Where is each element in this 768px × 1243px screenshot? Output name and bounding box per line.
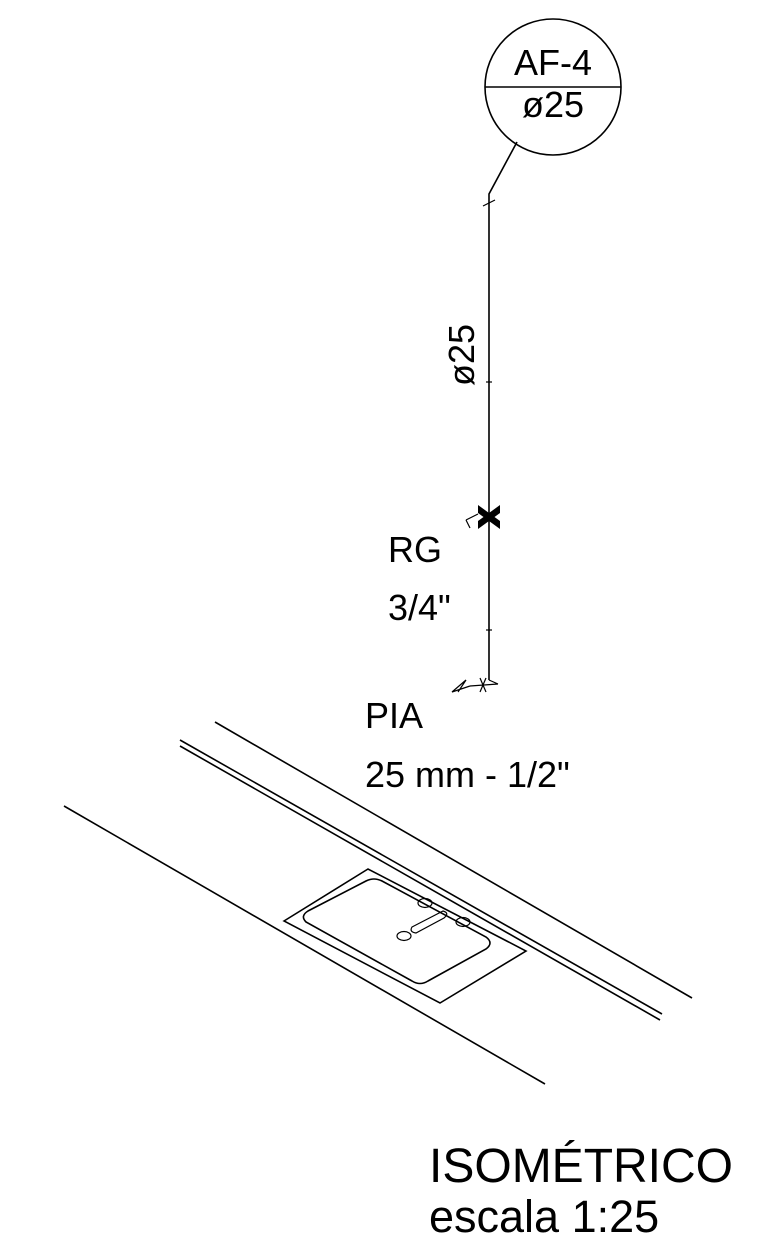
fixture-name-label: PIA	[365, 695, 423, 736]
drawing-scale: escala 1:25	[429, 1191, 659, 1242]
counter-wall-line-2	[179, 745, 661, 1021]
countertop	[63, 721, 693, 1085]
pipe-tag: AF-4 ø25	[484, 18, 622, 156]
sink	[282, 868, 528, 1004]
tag-leader	[488, 141, 518, 680]
tag-top-text: AF-4	[514, 42, 592, 83]
sink-rim	[282, 868, 528, 1004]
counter-front-edge	[63, 805, 546, 1085]
fixture-size-label: 25 mm - 1/2"	[365, 754, 570, 795]
counter-wall-line-1	[179, 739, 663, 1015]
faucet-hole-2	[396, 930, 412, 942]
valve-size-label: 3/4"	[388, 587, 451, 628]
faucet-spout	[410, 910, 448, 934]
valve-symbol	[465, 505, 500, 529]
sink-basin	[302, 878, 491, 985]
faucet-hole-3	[455, 916, 471, 928]
drawing-title: ISOMÉTRICO	[429, 1140, 733, 1193]
pipe-diameter-label: ø25	[441, 324, 482, 386]
counter-back-edge	[214, 721, 693, 999]
pipe-ticks	[482, 199, 496, 631]
pipe-end	[451, 677, 499, 693]
valve-name-label: RG	[388, 529, 442, 570]
tag-bottom-text: ø25	[522, 84, 584, 125]
faucet-hole-1	[417, 897, 433, 909]
